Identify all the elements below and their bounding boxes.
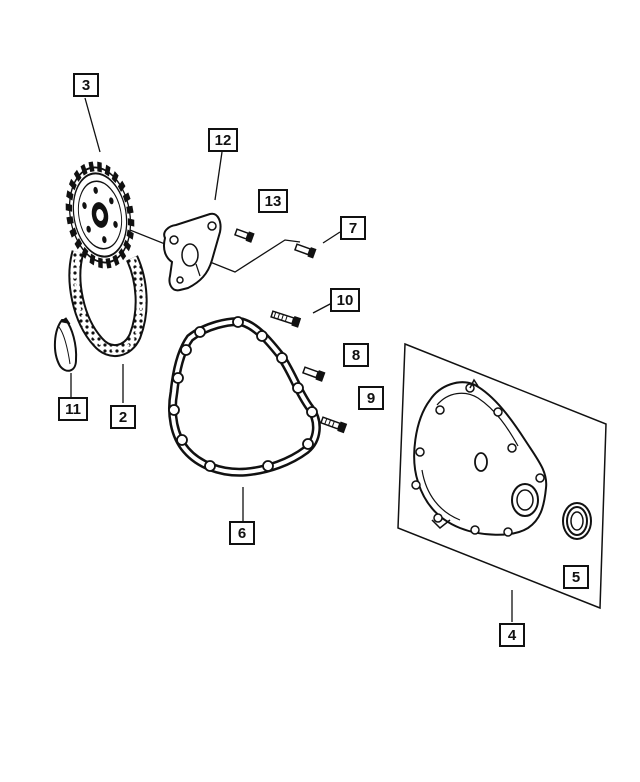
chain-damper [54, 317, 78, 372]
thrust-plate [162, 212, 222, 292]
timing-chain [68, 250, 148, 357]
plate-bolt [234, 228, 255, 243]
callout-9: 9 [358, 386, 384, 410]
bolt-8 [302, 366, 326, 382]
callout-5: 5 [563, 565, 589, 589]
callout-7: 7 [340, 216, 366, 240]
bolt-10 [270, 310, 302, 328]
callout-11: 11 [58, 397, 88, 421]
oil-seal [562, 502, 592, 540]
callout-4: 4 [499, 623, 525, 647]
callout-10: 10 [330, 288, 360, 312]
cover-gasket [168, 316, 321, 477]
callout-6: 6 [229, 521, 255, 545]
callout-2: 2 [110, 405, 136, 429]
callout-8: 8 [343, 343, 369, 367]
bolt-7 [294, 243, 317, 259]
camshaft-sprocket [65, 161, 135, 269]
timing-cover [411, 378, 548, 537]
callout-13: 13 [258, 189, 288, 213]
callout-12: 12 [208, 128, 238, 152]
bolt-9 [320, 416, 348, 434]
callout-3: 3 [73, 73, 99, 97]
